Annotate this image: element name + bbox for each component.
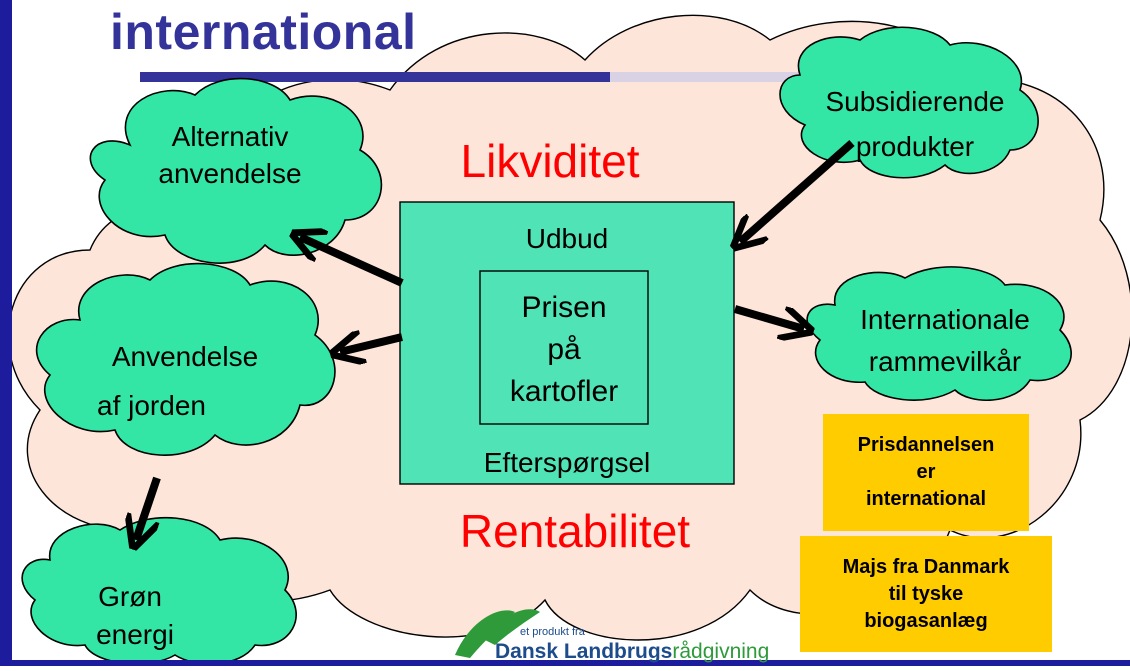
supply-label: Udbud xyxy=(525,223,609,254)
note-maize-line-2: til tyske xyxy=(888,582,964,605)
note-price-formation-line-2: er xyxy=(916,461,936,483)
green-energy-line-1: Grøn xyxy=(98,581,162,612)
title-underline-fade xyxy=(610,72,810,82)
arrow-to-alternative-use xyxy=(300,237,404,287)
alternative-use-line-1: Alternativ xyxy=(171,121,289,152)
title-underline xyxy=(140,72,610,82)
arrow-to-green-energy xyxy=(136,476,161,540)
profitability-label: Rentabilitet xyxy=(459,505,691,557)
note-price-formation: Prisdannelsen er international xyxy=(823,414,1029,531)
subsidizing-line-1: Subsidierende xyxy=(825,86,1005,117)
note-price-formation-line-1: Prisdannelsen xyxy=(857,434,995,456)
cloud-international-framework xyxy=(806,266,1072,401)
logo-leaf-mark-2 xyxy=(485,609,540,645)
arrow-to-international-framework xyxy=(733,305,804,329)
price-line-2: på xyxy=(547,333,581,366)
arrow-to-land-use xyxy=(340,337,403,352)
land-use-line-1: Anvendelse xyxy=(111,341,259,372)
logo-name: Dansk Landbrugsrådgivning xyxy=(495,640,769,664)
international-framework-line-2: rammevilkår xyxy=(868,346,1022,377)
arrow-from-subsidizing xyxy=(740,140,855,242)
cloud-alternative-use xyxy=(89,77,383,264)
price-line-1: Prisen xyxy=(521,291,607,324)
green-energy-line-2: energi xyxy=(96,619,174,650)
slide-title: international xyxy=(110,4,417,60)
cloud-land-use xyxy=(36,262,336,456)
slide-frame-bottom xyxy=(0,660,1130,666)
alternative-use-line-2: anvendelse xyxy=(158,158,302,189)
logo-name-prefix: Dansk Landbrugs xyxy=(495,640,673,663)
logo-leaf-mark xyxy=(455,610,515,658)
note-price-formation-line-3: international xyxy=(865,488,986,510)
international-framework-line-1: Internationale xyxy=(860,304,1030,335)
price-line-3: kartofler xyxy=(509,375,619,408)
logo-name-suffix: rådgivning xyxy=(672,640,770,663)
subsidizing-line-2: produkter xyxy=(855,131,975,162)
note-maize: Majs fra Danmark til tyske biogasanlæg xyxy=(800,536,1052,652)
note-maize-line-1: Majs fra Danmark xyxy=(842,555,1010,578)
price-box xyxy=(479,270,649,425)
land-use-line-2: af jorden xyxy=(97,390,206,421)
liquidity-label: Likviditet xyxy=(460,135,640,187)
demand-label: Efterspørgsel xyxy=(483,447,651,478)
cloud-subsidizing xyxy=(779,26,1039,179)
slide-frame-left xyxy=(0,0,12,666)
logo-tagline: et produkt fra xyxy=(520,626,585,638)
note-maize-line-3: biogasanlæg xyxy=(864,609,988,632)
